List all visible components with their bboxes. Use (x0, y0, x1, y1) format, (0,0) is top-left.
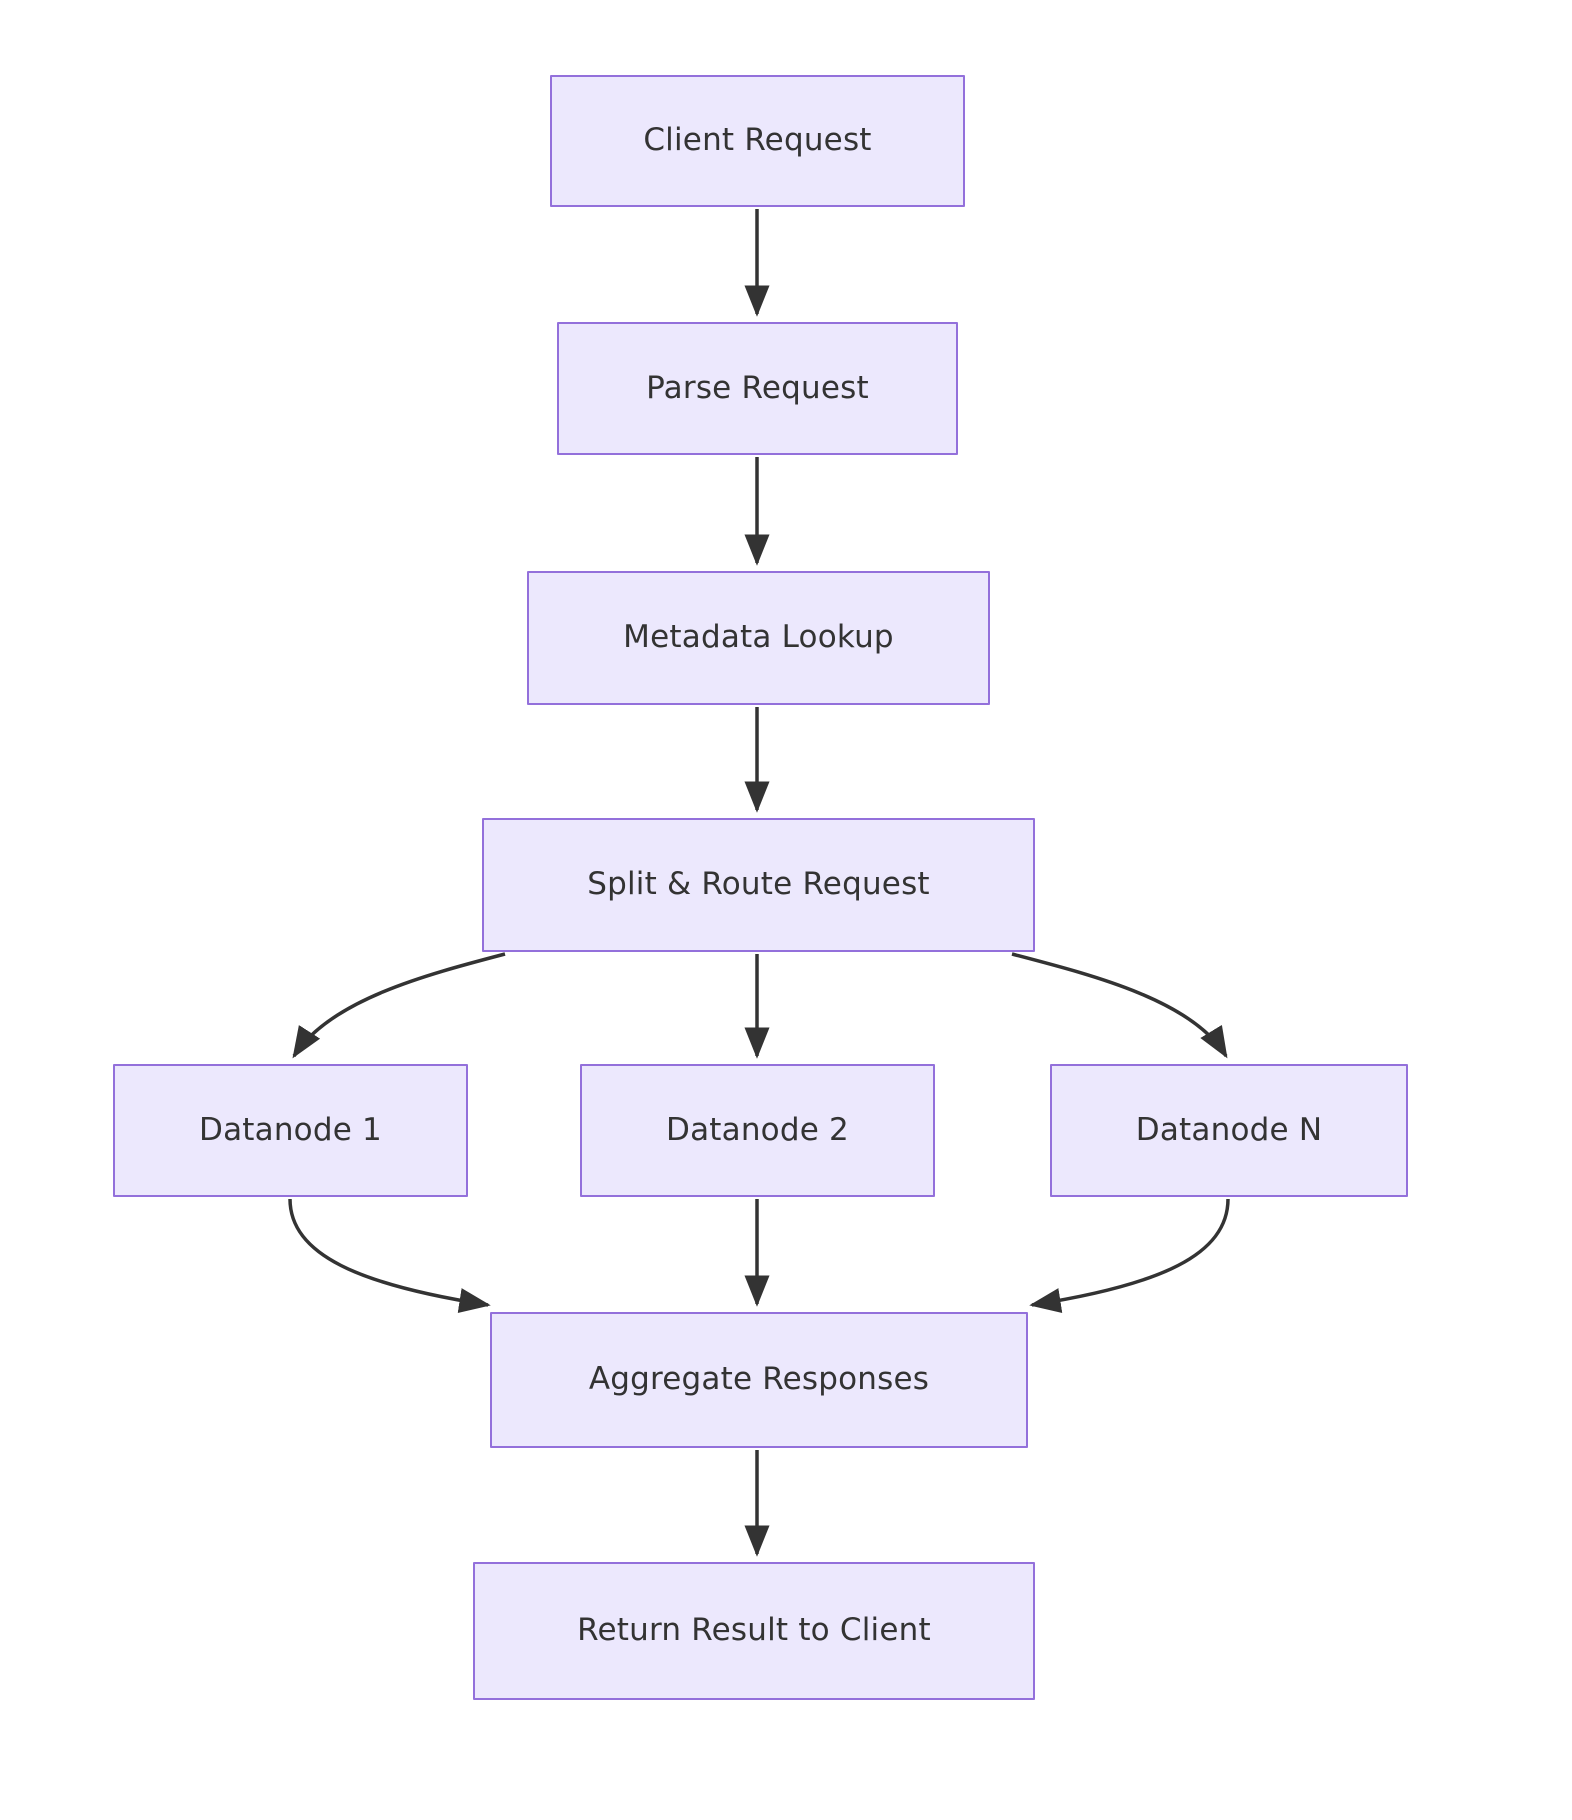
node-datanode-n[interactable]: Datanode N (1050, 1064, 1408, 1197)
node-split-route-request-label: Split & Route Request (587, 866, 930, 903)
node-client-request-label: Client Request (643, 122, 872, 159)
node-split-route-request[interactable]: Split & Route Request (482, 818, 1035, 952)
edge-split-route-to-datanode-n (1011, 952, 1228, 1059)
node-aggregate-responses[interactable]: Aggregate Responses (490, 1312, 1028, 1448)
node-datanode-1-label: Datanode 1 (199, 1111, 382, 1148)
node-aggregate-responses-label: Aggregate Responses (588, 1361, 930, 1398)
node-parse-request[interactable]: Parse Request (557, 322, 958, 455)
node-datanode-1[interactable]: Datanode 1 (113, 1064, 468, 1197)
node-datanode-n-label: Datanode N (1135, 1111, 1323, 1148)
node-datanode-2-label: Datanode 2 (666, 1111, 849, 1148)
edge-datanode-1-to-aggregate (288, 1198, 491, 1314)
node-client-request[interactable]: Client Request (550, 75, 965, 207)
node-return-result-to-client-label: Return Result to Client (577, 1612, 931, 1649)
node-return-result-to-client[interactable]: Return Result to Client (473, 1562, 1035, 1700)
node-metadata-lookup[interactable]: Metadata Lookup (527, 571, 990, 705)
node-parse-request-label: Parse Request (646, 369, 869, 406)
edge-datanode-n-to-aggregate (1029, 1198, 1230, 1314)
edge-split-route-to-datanode-1 (292, 952, 506, 1059)
node-metadata-lookup-label: Metadata Lookup (623, 619, 894, 656)
node-datanode-2[interactable]: Datanode 2 (580, 1064, 935, 1197)
